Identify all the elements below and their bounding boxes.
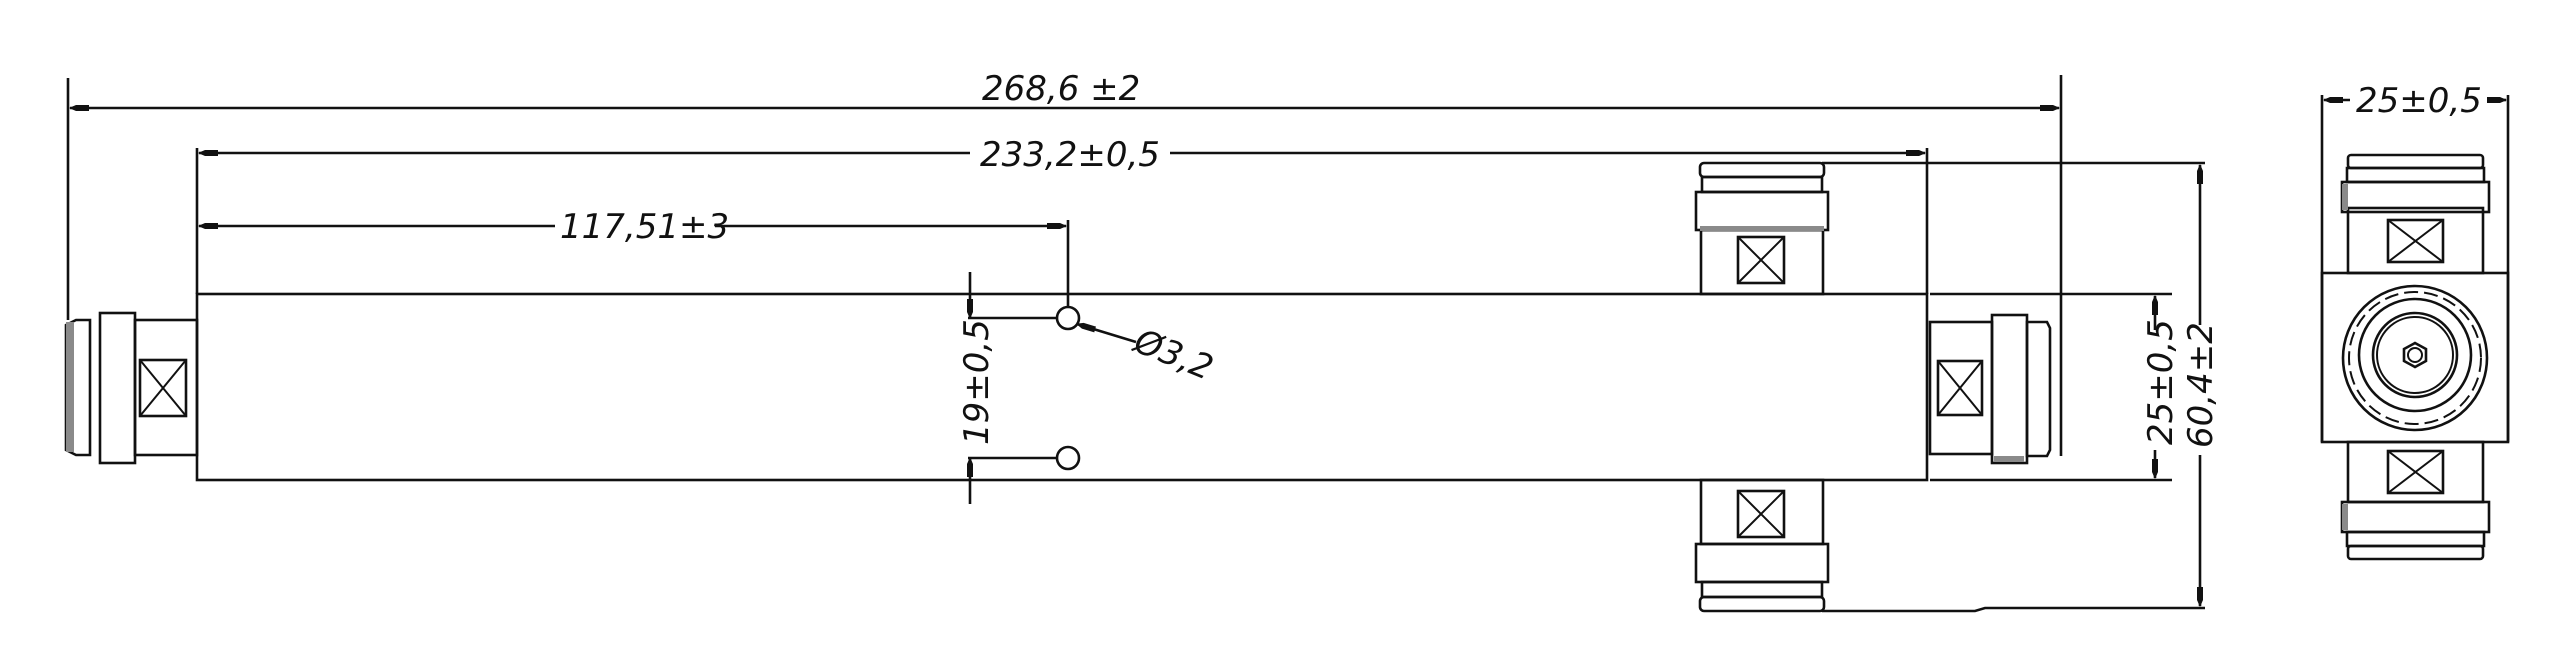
front-view: [64, 75, 2205, 613]
mounting-hole-top: [1055, 305, 1081, 331]
bottom-connector: [1694, 478, 2205, 613]
left-connector: [64, 78, 199, 465]
dimension-hole-diameter: Ø3,2: [1076, 321, 1219, 389]
side-bottom-connector: [2340, 440, 2491, 561]
body-length-label: 233,2±0,5: [980, 135, 1160, 175]
dimension-body-length: 233,2±0,5: [198, 132, 1926, 175]
splitter-body: [195, 292, 1929, 482]
right-connector: [1928, 75, 2172, 482]
dimension-hole-spacing: 19±0,5: [957, 272, 997, 504]
dimension-side-width: 25±0,5: [2323, 81, 2507, 121]
hole-spacing-label: 19±0,5: [957, 319, 997, 445]
side-width-label: 25±0,5: [2356, 81, 2482, 121]
dimension-hole-offset: 117,51±3: [198, 206, 1067, 247]
dimension-overall-height: 60,4±2: [2181, 164, 2221, 607]
overall-length-label: 268,6 ±2: [982, 69, 1140, 109]
mounting-hole-bottom: [1055, 445, 1081, 471]
top-connector: [1694, 161, 2205, 296]
hole-diameter-label: Ø3,2: [1127, 321, 1219, 389]
body-height-label: 25±0,5: [2141, 319, 2181, 445]
overall-height-label: 60,4±2: [2181, 322, 2221, 448]
connector-face-icon: [2341, 284, 2489, 432]
dimension-body-height: 25±0,5: [2140, 295, 2181, 479]
side-top-connector: [2340, 153, 2491, 275]
dimension-overall-length: 268,6 ±2: [69, 62, 2060, 111]
side-view: 25±0,5: [2320, 81, 2510, 561]
hole-offset-label: 117,51±3: [560, 207, 729, 247]
